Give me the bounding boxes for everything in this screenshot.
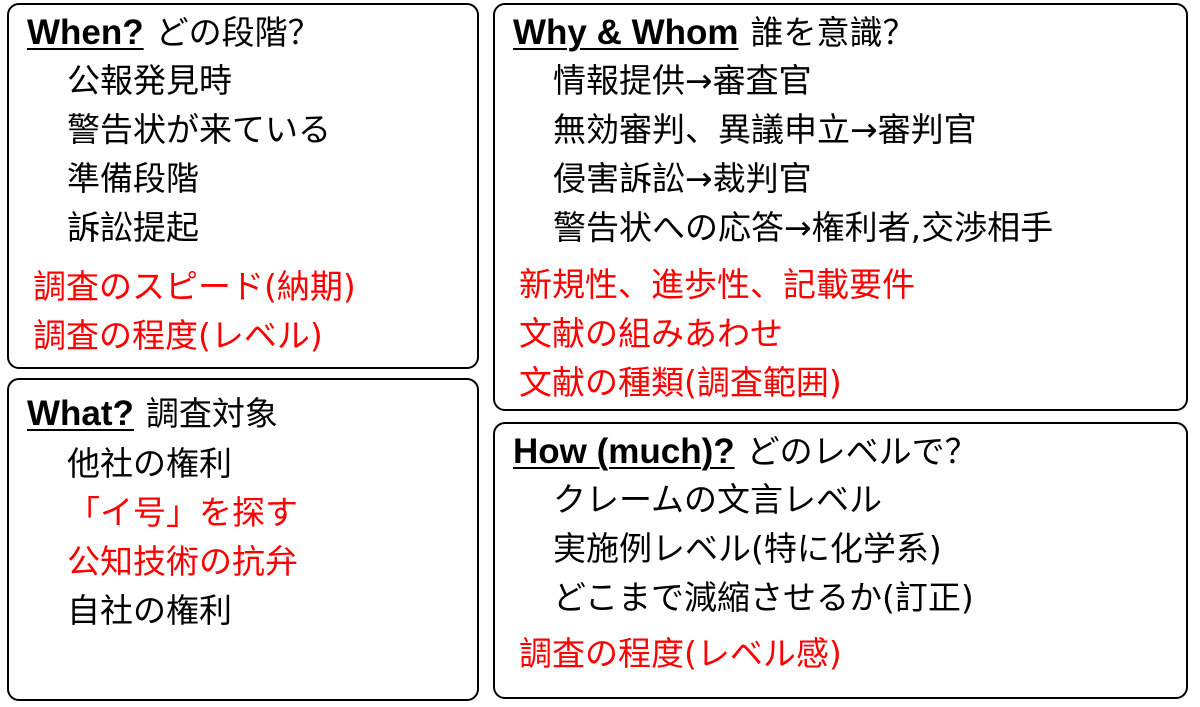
how-much-heading-jp: どのレベルで？ [746, 432, 978, 471]
when-note: 調査の程度(レベル) [33, 316, 323, 355]
why-whom-item: 情報提供→審査官 [553, 61, 812, 100]
what-item-highlight: 公知技術の抗弁 [67, 542, 298, 581]
why-whom-heading-jp: 誰を意識？ [750, 13, 916, 52]
when-box: When? どの段階？ 公報発見時 警告状が来ている 準備段階 訴訟提起 調査のス… [7, 3, 479, 369]
when-item: 警告状が来ている [67, 110, 331, 149]
how-much-note: 調査の程度(レベル感) [519, 634, 842, 673]
how-much-heading-en: How (much)? [513, 432, 735, 471]
when-heading-en: When? [27, 13, 144, 52]
why-whom-note: 文献の種類(調査範囲) [519, 363, 842, 402]
when-note: 調査のスピード(納期) [33, 267, 356, 306]
how-much-item: どこまで減縮させるか(訂正) [553, 578, 974, 617]
how-much-item: 実施例レベル(特に化学系) [553, 529, 942, 568]
when-heading: When? どの段階？ [27, 13, 321, 53]
what-item: 他社の権利 [67, 444, 232, 483]
what-heading-jp: 調査対象 [145, 394, 278, 433]
when-heading-jp: どの段階？ [155, 13, 321, 52]
how-much-item: クレームの文言レベル [553, 480, 883, 519]
what-heading-en: What? [27, 394, 134, 433]
when-item: 訴訟提起 [67, 208, 199, 247]
how-much-heading: How (much)? どのレベルで？ [513, 432, 978, 472]
why-whom-heading-en: Why & Whom [513, 13, 739, 52]
why-whom-heading: Why & Whom 誰を意識？ [513, 13, 916, 53]
why-whom-item: 無効審判、異議申立→審判官 [553, 110, 977, 149]
what-item: 自社の権利 [67, 591, 232, 630]
when-item: 公報発見時 [67, 61, 232, 100]
when-item: 準備段階 [67, 159, 199, 198]
why-whom-box: Why & Whom 誰を意識？ 情報提供→審査官 無効審判、異議申立→審判官 侵… [493, 3, 1188, 411]
how-much-box: How (much)? どのレベルで？ クレームの文言レベル 実施例レベル(特に化… [493, 422, 1188, 699]
why-whom-item: 侵害訴訟→裁判官 [553, 159, 812, 198]
why-whom-note: 新規性、進歩性、記載要件 [519, 265, 915, 304]
why-whom-item: 警告状への応答→権利者,交渉相手 [553, 208, 1054, 247]
what-box: What? 調査対象 他社の権利 「イ号」を探す 公知技術の抗弁 自社の権利 [7, 378, 479, 701]
why-whom-note: 文献の組みあわせ [519, 314, 783, 353]
what-heading: What? 調査対象 [27, 394, 278, 434]
what-item-highlight: 「イ号」を探す [67, 493, 298, 532]
